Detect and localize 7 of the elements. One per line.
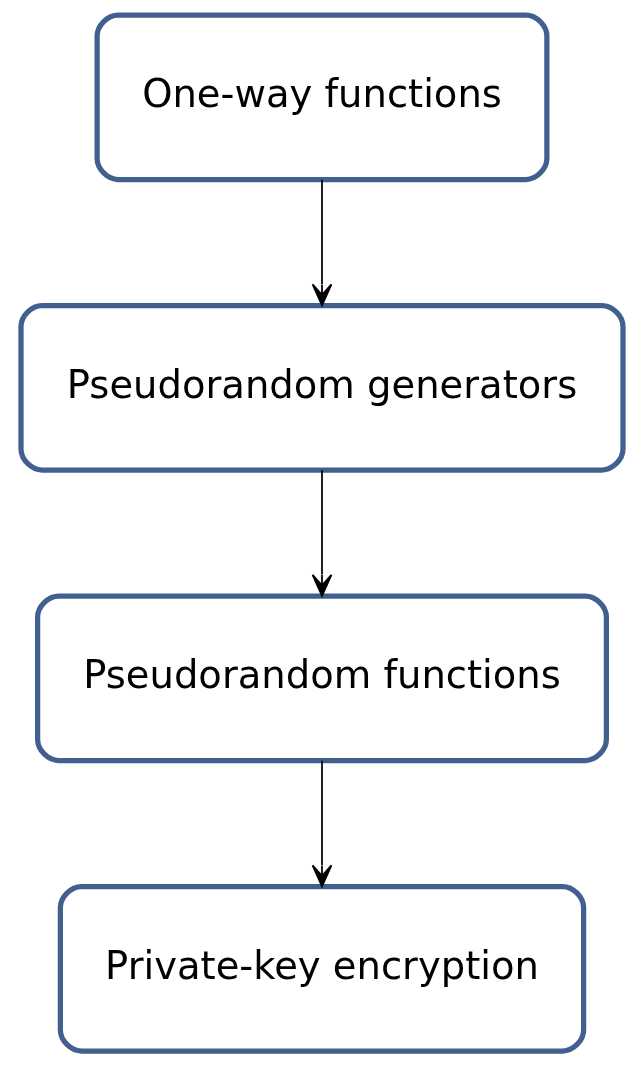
arrow — [311, 178, 333, 307]
node-box: Private-key encryption — [57, 883, 587, 1054]
arrow — [311, 469, 333, 597]
node-box: Pseudorandom generators — [18, 302, 626, 473]
node-box: One-way functions — [94, 12, 550, 183]
arrow — [311, 759, 333, 888]
node-box: Pseudorandom functions — [35, 593, 609, 764]
